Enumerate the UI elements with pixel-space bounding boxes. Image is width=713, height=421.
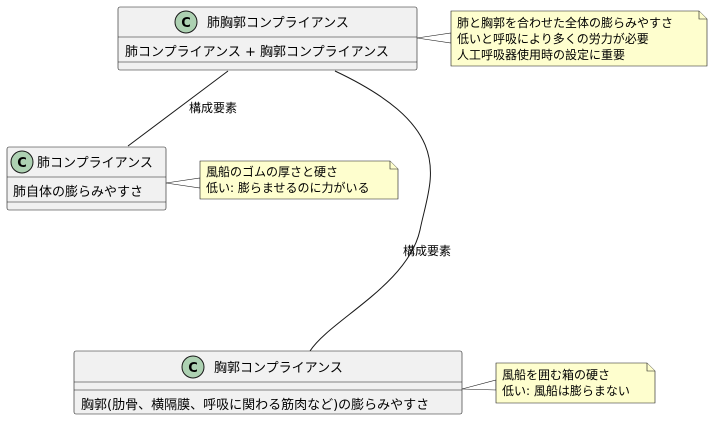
class-chest-attribute: 胸郭(肋骨、横隔膜、呼吸に関わる筋肉など)の膨らみやすさ [81, 397, 429, 413]
note-total-line-3: 人工呼吸器使用時の設定に重要 [457, 47, 625, 62]
note-lung-connector [165, 177, 201, 189]
class-chest-badge-letter: C [188, 361, 198, 376]
note-lung-box [199, 160, 399, 200]
note-lung-line-1: 風船のゴムの厚さと硬さ [206, 164, 338, 179]
class-chest-badge-icon [181, 355, 205, 379]
note-chest-line-1: 風船を囲む箱の硬さ [502, 367, 610, 382]
note-chest-line-2: 低い: 風船は膨らまない [502, 384, 630, 398]
class-lung-name: 肺コンプライアンス [37, 156, 153, 171]
edge-label-lung: 構成要素 [189, 101, 237, 115]
class-chest-box [73, 350, 463, 415]
edge-total-to-lung [127, 70, 229, 147]
class-chest-compliance[interactable]: C 胸郭コンプライアンス 胸郭(肋骨、横隔膜、呼吸に関わる筋肉など)の膨らみやす… [73, 350, 463, 415]
note-chest: 風船を囲む箱の硬さ 低い: 風船は膨らまない [461, 362, 656, 404]
class-total-compliance[interactable]: C 肺胸郭コンプライアンス 肺コンプライアンス + 胸郭コンプライアンス [117, 6, 418, 71]
note-total-line-1: 肺と胸郭を合わせた全体の膨らみやすさ [457, 15, 673, 30]
note-total-fold [698, 11, 707, 20]
edge-total-to-chest [309, 70, 431, 352]
note-lung: 風船のゴムの厚さと硬さ 低い: 膨らませるのに力がいる [165, 160, 399, 200]
note-total: 肺と胸郭を合わせた全体の膨らみやすさ 低いと呼吸により多くの労力が必要 人工呼吸… [416, 10, 708, 67]
class-lung-attribute: 肺自体の膨らみやすさ [13, 185, 143, 200]
class-lung-compliance[interactable]: C 肺コンプライアンス 肺自体の膨らみやすさ [6, 146, 167, 211]
class-total-badge-letter: C [181, 16, 191, 31]
class-total-attribute: 肺コンプライアンス + 胸郭コンプライアンス [125, 44, 389, 60]
class-lung-badge-icon [10, 150, 34, 174]
class-lung-badge-letter: C [17, 156, 27, 171]
class-chest-name: 胸郭コンプライアンス [214, 360, 343, 376]
note-chest-box [495, 362, 656, 404]
note-total-line-2: 低いと呼吸により多くの労力が必要 [457, 31, 649, 46]
edge-label-chest: 構成要素 [403, 244, 451, 258]
class-lung-box [6, 146, 167, 211]
class-total-name: 肺胸郭コンプライアンス [207, 15, 349, 31]
note-chest-connector [461, 379, 497, 391]
note-lung-line-2: 低い: 膨らませるのに力がいる [206, 180, 370, 195]
note-lung-fold [389, 161, 398, 170]
note-chest-fold [646, 363, 655, 372]
class-total-badge-icon [174, 10, 198, 34]
note-total-box [450, 10, 708, 67]
note-total-connector [416, 32, 452, 44]
